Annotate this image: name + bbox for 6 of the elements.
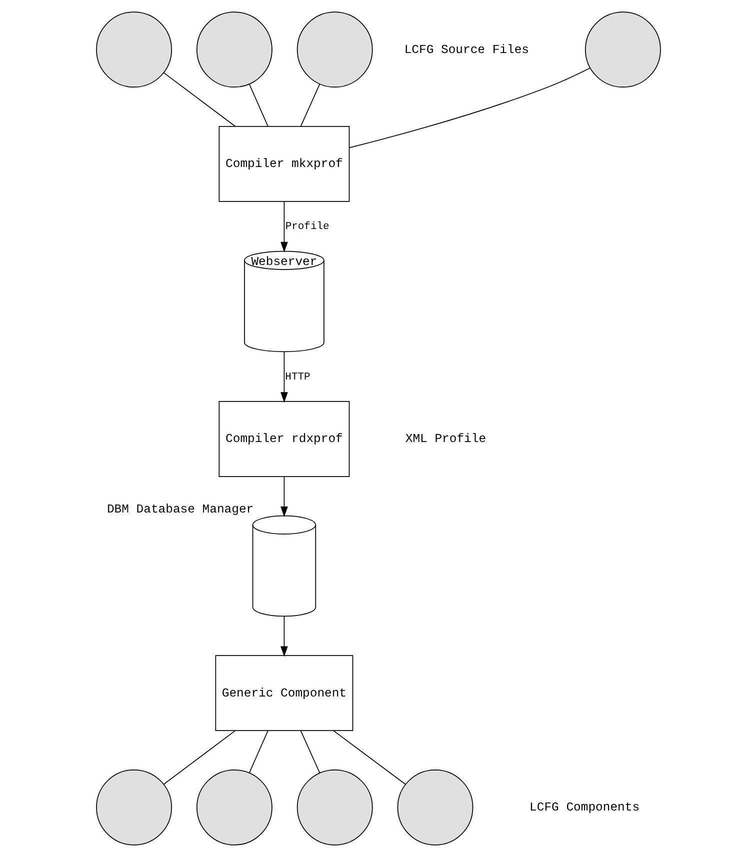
label: LCFG Components — [529, 800, 640, 815]
edge-label: Profile — [284, 221, 329, 234]
label: XML Profile — [404, 432, 486, 446]
edge-label: HTTP — [284, 371, 310, 384]
label: LCFG Source Files — [404, 42, 529, 57]
node-label: DBM Database Manager — [106, 502, 254, 516]
